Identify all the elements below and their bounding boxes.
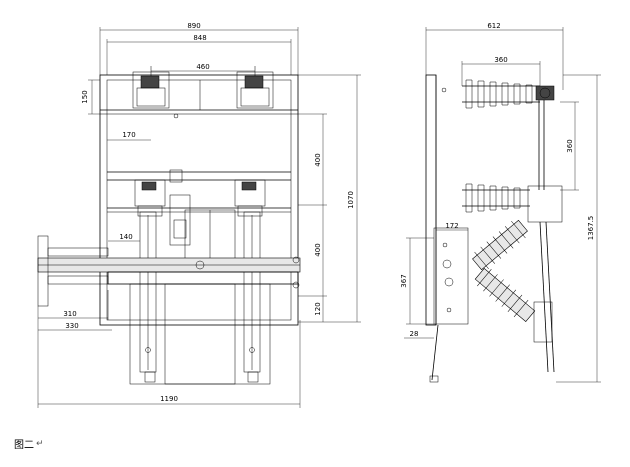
- dim-330: 330: [65, 322, 78, 330]
- side-view: 612 360 360 1367.5 172 367 28: [400, 22, 601, 383]
- dim-848: 848: [193, 34, 206, 42]
- top-contact-left: [132, 66, 170, 109]
- dim-400-lower: 400: [314, 243, 322, 256]
- front-frame: [99, 74, 299, 326]
- caption-label: 图二: [14, 440, 34, 451]
- inclined-insulator-upper: [472, 219, 528, 271]
- dim-400-upper: 400: [314, 153, 322, 166]
- dim-360-top: 360: [494, 56, 507, 64]
- dim-140: 140: [119, 233, 132, 241]
- dim-367: 367: [400, 274, 408, 287]
- upper-insulator: [462, 79, 555, 109]
- return-mark-icon: ↵: [36, 438, 44, 449]
- side-bracket-plate: [433, 227, 469, 325]
- dim-890: 890: [187, 22, 200, 30]
- lower-contact-right: [234, 179, 266, 217]
- side-back-panel: [425, 74, 437, 326]
- dim-612: 612: [487, 22, 500, 30]
- dim-28: 28: [410, 330, 419, 338]
- dim-170: 170: [122, 131, 135, 139]
- top-contact-right: [236, 66, 274, 109]
- dim-1190: 1190: [160, 395, 178, 403]
- dim-360-vertical: 360: [566, 139, 574, 152]
- lower-contact-left: [134, 179, 166, 217]
- front-view: 890 848 460 150 170 400 400 1070: [37, 22, 361, 408]
- dim-310: 310: [63, 310, 76, 318]
- dim-120: 120: [314, 302, 322, 315]
- inclined-insulator-lower: [474, 268, 536, 322]
- dim-1070: 1070: [347, 191, 355, 209]
- dim-172: 172: [445, 222, 458, 230]
- side-dimensions: 612 360 360 1367.5 172 367 28: [400, 22, 601, 383]
- front-dimensions: 890 848 460 150 170 400 400 1070: [37, 22, 361, 408]
- dim-460: 460: [196, 63, 209, 71]
- dim-150: 150: [81, 90, 89, 103]
- figure-caption: 图二 ↵: [14, 436, 44, 452]
- dim-1367-5: 1367.5: [587, 216, 595, 241]
- lower-insulator: [462, 183, 563, 223]
